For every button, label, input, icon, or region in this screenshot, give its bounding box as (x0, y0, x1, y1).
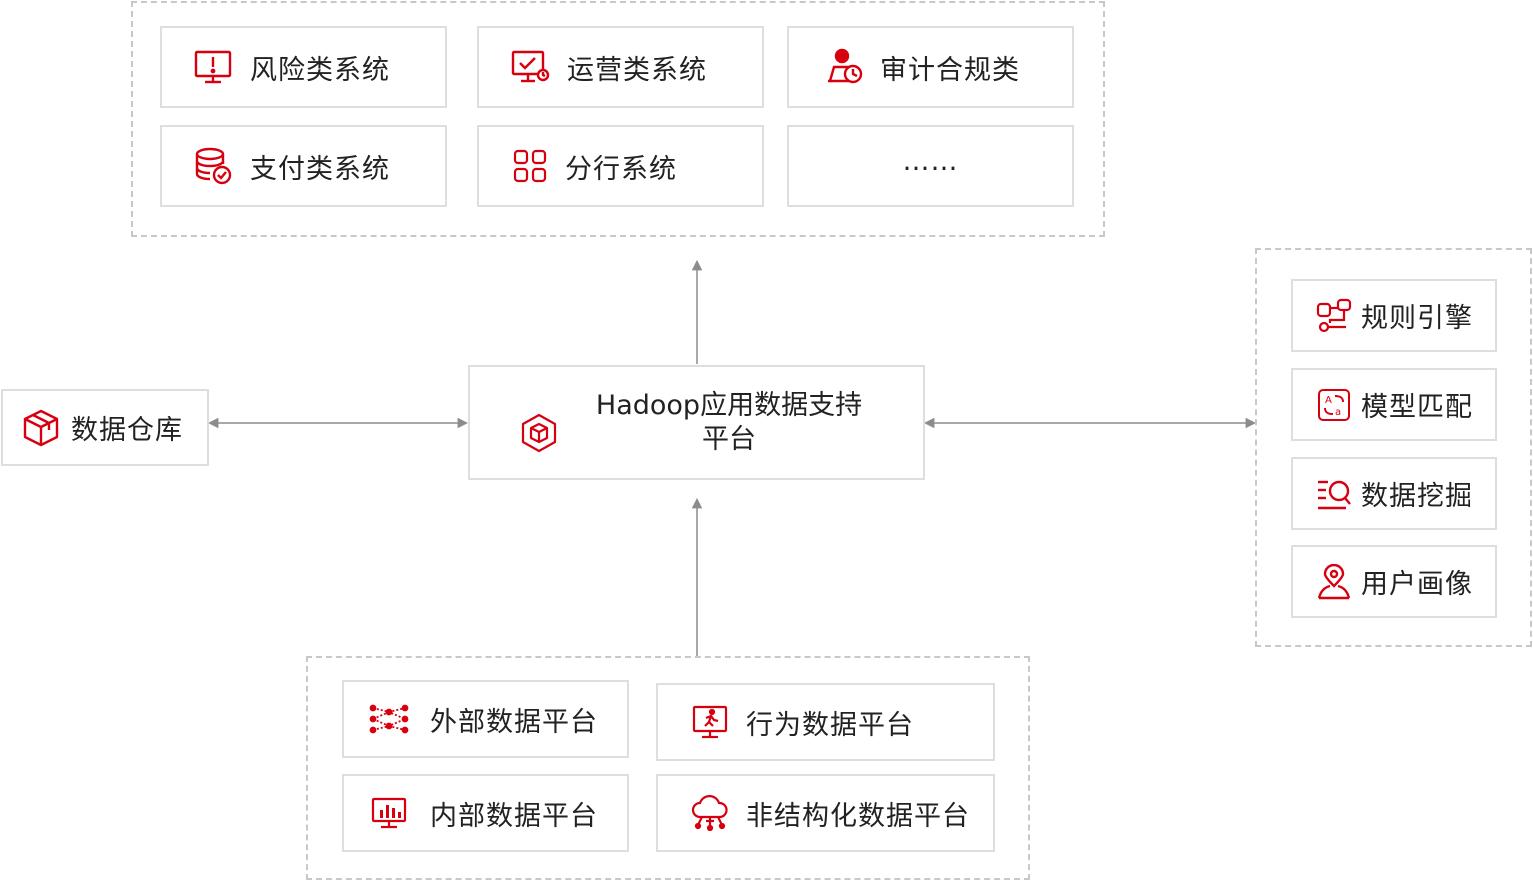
hexagon-cube-icon (518, 413, 560, 453)
operations-system-box[interactable]: 运营类系统 (477, 26, 764, 108)
user-audit-clock-icon (824, 47, 866, 87)
monitor-check-icon (509, 47, 551, 87)
list-search-icon (1315, 476, 1353, 512)
behavior-data-platform-label: 行为数据平台 (746, 709, 914, 741)
hadoop-platform-line2: 平台 (702, 424, 756, 455)
user-pin-icon (1315, 563, 1353, 600)
alert-monitor-icon (192, 47, 234, 87)
cube-icon (21, 408, 61, 448)
payment-system-box[interactable]: 支付类系统 (160, 125, 447, 207)
rule-engine-box[interactable]: 规则引擎 (1291, 279, 1497, 352)
svg-text:A: A (1325, 395, 1332, 406)
branch-system-box[interactable]: 分行系统 (477, 125, 764, 207)
unstructured-data-platform-box[interactable]: 非结构化数据平台 (656, 774, 995, 852)
translate-match-icon: A a (1315, 388, 1353, 422)
right-analytics-group (1255, 248, 1532, 647)
internal-data-platform-box[interactable]: 内部数据平台 (342, 774, 629, 852)
data-mining-label: 数据挖掘 (1361, 481, 1473, 512)
branch-system-label: 分行系统 (565, 153, 677, 185)
data-warehouse-box[interactable]: 数据仓库 (1, 389, 209, 466)
more-systems-box[interactable]: …… (787, 125, 1074, 207)
data-mining-box[interactable]: 数据挖掘 (1291, 457, 1497, 530)
bottom-sources-group (306, 656, 1030, 880)
hadoop-platform-line1: Hadoop应用数据支持 (595, 390, 863, 421)
risk-system-label: 风险类系统 (250, 54, 390, 86)
grid-apps-icon (509, 148, 551, 184)
hadoop-platform-box[interactable]: Hadoop应用数据支持 平台 (468, 365, 925, 480)
data-warehouse-label: 数据仓库 (71, 415, 183, 446)
top-systems-group (131, 1, 1105, 237)
monitor-runner-icon (690, 704, 730, 740)
model-match-label: 模型匹配 (1361, 392, 1473, 423)
behavior-data-platform-box[interactable]: 行为数据平台 (656, 683, 995, 761)
database-check-icon (192, 146, 234, 186)
model-match-box[interactable]: A a 模型匹配 (1291, 368, 1497, 441)
more-ellipsis-label: …… (902, 145, 959, 177)
audit-compliance-label: 审计合规类 (880, 54, 1020, 86)
internal-data-platform-label: 内部数据平台 (430, 800, 598, 832)
monitor-chart-icon (368, 796, 410, 830)
flow-rules-icon (1315, 298, 1353, 334)
risk-system-box[interactable]: 风险类系统 (160, 26, 447, 108)
network-nodes-icon (368, 702, 410, 736)
operations-system-label: 运营类系统 (567, 54, 707, 86)
audit-compliance-box[interactable]: 审计合规类 (787, 26, 1074, 108)
user-profile-label: 用户画像 (1361, 569, 1473, 600)
payment-system-label: 支付类系统 (250, 153, 390, 185)
hadoop-platform-label: Hadoop应用数据支持 平台 (588, 389, 870, 457)
external-data-platform-box[interactable]: 外部数据平台 (342, 680, 629, 758)
external-data-platform-label: 外部数据平台 (430, 706, 598, 738)
unstructured-data-platform-label: 非结构化数据平台 (746, 800, 970, 832)
cloud-network-icon (690, 795, 730, 831)
svg-text:a: a (1335, 407, 1341, 418)
user-profile-box[interactable]: 用户画像 (1291, 545, 1497, 618)
rule-engine-label: 规则引擎 (1361, 303, 1473, 334)
